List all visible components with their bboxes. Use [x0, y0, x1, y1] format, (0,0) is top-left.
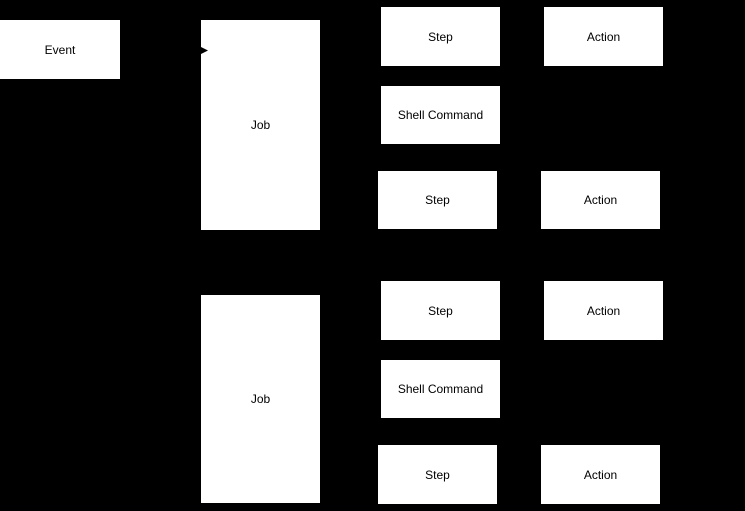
node-step-4-label: Step	[425, 467, 450, 482]
node-step-3-label: Step	[428, 303, 453, 318]
node-action-1-label: Action	[586, 29, 621, 44]
node-shell-command-1-label: Shell Command	[397, 108, 484, 122]
node-action-3: Action	[544, 281, 663, 340]
node-step-3: Step	[381, 281, 500, 340]
node-shell-command-1: Shell Command	[381, 86, 500, 144]
node-step-1-label: Step	[428, 29, 453, 44]
node-shell-command-2: Shell Command	[381, 360, 500, 418]
node-action-2-label: Action	[583, 193, 618, 207]
node-action-3-label: Action	[586, 303, 621, 318]
node-job-2: Job	[201, 295, 320, 503]
node-step-4: Step	[378, 445, 497, 504]
node-action-4-label: Action	[583, 467, 618, 482]
node-shell-command-2-label: Shell Command	[397, 382, 484, 396]
node-step-2: Step	[378, 171, 497, 229]
node-step-2-label: Step	[425, 193, 450, 207]
node-job-1-label: Job	[250, 118, 271, 132]
node-action-4: Action	[541, 445, 660, 504]
node-action-2: Action	[541, 171, 660, 229]
node-step-1: Step	[381, 7, 500, 66]
node-job-2-label: Job	[250, 392, 271, 406]
node-job-1: Job	[201, 20, 320, 230]
node-action-1: Action	[544, 7, 663, 66]
node-event: Event	[0, 20, 120, 79]
node-event-label: Event	[44, 42, 76, 57]
